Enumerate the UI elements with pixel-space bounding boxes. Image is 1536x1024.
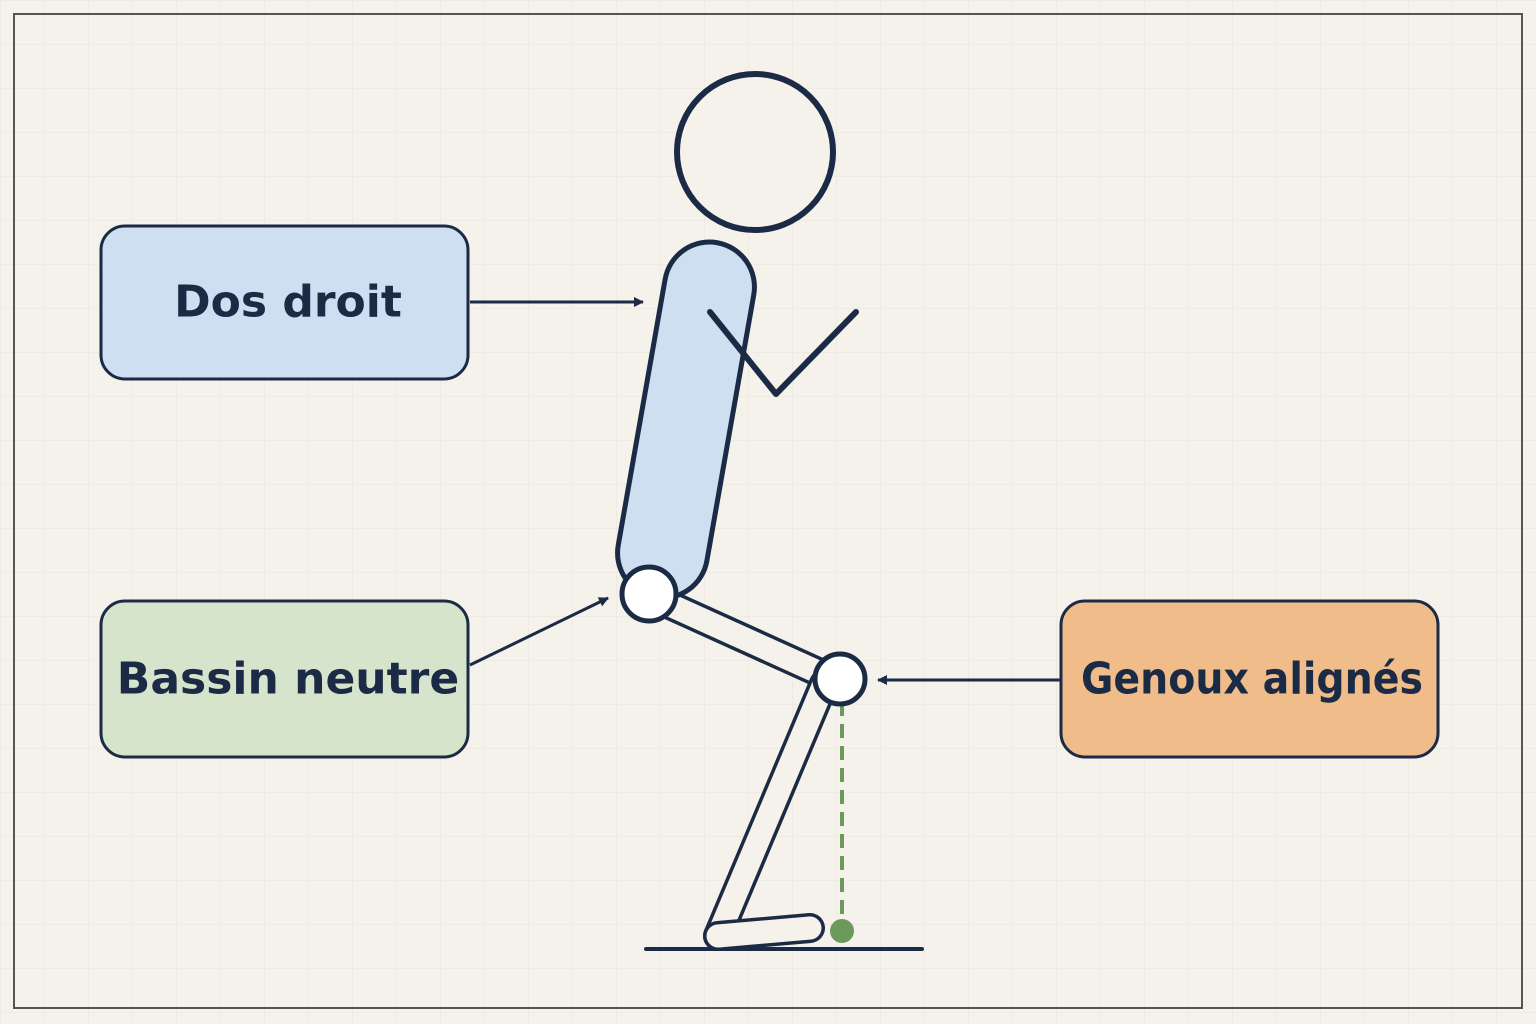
label-back: Dos droit	[99, 224, 470, 381]
foot	[703, 913, 825, 951]
thigh	[635, 581, 855, 697]
shin	[703, 669, 839, 951]
arm	[707, 309, 859, 397]
pelvis-arrow	[469, 596, 609, 667]
hip-joint	[619, 564, 679, 624]
alignment-point	[830, 919, 854, 943]
label-knees: Genoux alignés	[1059, 599, 1440, 759]
diagram-frame	[13, 13, 1523, 1009]
label-pelvis-text: Bassin neutre	[117, 654, 459, 705]
head	[674, 71, 836, 233]
knee-joint	[812, 651, 868, 707]
label-back-text: Dos droit	[174, 277, 402, 328]
label-pelvis: Bassin neutre	[99, 599, 470, 759]
label-knees-text: Genoux alignés	[1081, 654, 1423, 705]
